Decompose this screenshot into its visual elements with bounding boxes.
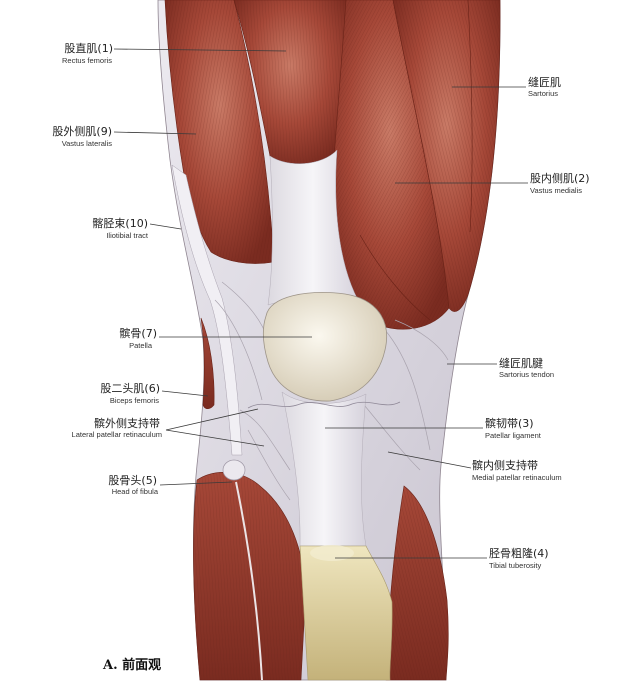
sartorius-border-line bbox=[467, 0, 473, 233]
retinaculum-fibers bbox=[214, 281, 449, 501]
retinaculum-wavy-line bbox=[247, 401, 401, 409]
patella bbox=[262, 292, 387, 402]
fibula-head bbox=[222, 459, 246, 481]
label-rectus-femoris-zh: 股直肌(1) bbox=[64, 41, 113, 55]
label-head-of-fibula-zh: 股骨头(5) bbox=[108, 474, 157, 487]
patellar-ligament bbox=[281, 391, 367, 547]
label-sartorius-tendon-en: Sartorius tendon bbox=[499, 370, 554, 379]
leader-iliotibial-tract bbox=[149, 223, 182, 230]
lower-lateral-muscle-division bbox=[235, 481, 263, 681]
label-vastus-medialis-en: Vastus medialis bbox=[530, 186, 582, 195]
label-sartorius-zh: 缝匠肌 bbox=[528, 75, 561, 89]
label-tibial-tuberosity-en: Tibial tuberosity bbox=[489, 561, 541, 570]
figure-caption: A. 前面观 bbox=[102, 657, 161, 673]
label-iliotibial-tract-en: Iliotibial tract bbox=[106, 231, 149, 240]
label-lateral-retinaculum-zh: 髌外侧支持带 bbox=[94, 416, 160, 430]
label-patellar-ligament-en: Patellar ligament bbox=[485, 431, 542, 440]
vastus-medialis-inner-line bbox=[359, 234, 431, 321]
leader-rectus-femoris bbox=[113, 48, 287, 52]
leader-head-of-fibula bbox=[159, 481, 233, 486]
label-patella-en: Patella bbox=[129, 341, 153, 350]
label-iliotibial-tract-zh: 髂胫束(10) bbox=[92, 216, 148, 230]
tibia bbox=[299, 545, 393, 681]
label-patella-zh: 髌骨(7) bbox=[119, 326, 157, 340]
right-labels: 缝匠肌 Sartorius 股内侧肌(2) Vastus medialis 缝匠… bbox=[472, 75, 590, 570]
label-medial-retinaculum-en: Medial patellar retinaculum bbox=[472, 473, 562, 482]
label-vastus-lateralis-zh: 股外侧肌(9) bbox=[52, 125, 112, 138]
leader-medial-retinaculum bbox=[387, 451, 472, 469]
leader-lateral-retinaculum-upper bbox=[165, 408, 259, 431]
label-tibial-tuberosity-zh: 胫骨粗隆(4) bbox=[489, 546, 549, 560]
label-vastus-lateralis-en: Vastus lateralis bbox=[62, 139, 113, 148]
label-sartorius-en: Sartorius bbox=[528, 89, 558, 98]
label-head-of-fibula-en: Head of fibula bbox=[112, 487, 159, 496]
label-rectus-femoris-en: Rectus femoris bbox=[62, 56, 112, 65]
leader-lines bbox=[113, 48, 528, 559]
label-medial-retinaculum-zh: 髌内侧支持带 bbox=[472, 458, 538, 472]
iliotibial-tract bbox=[171, 164, 243, 456]
leader-lateral-retinaculum-lower bbox=[165, 429, 265, 447]
leader-biceps-femoris bbox=[161, 390, 209, 397]
label-patellar-ligament-zh: 髌韧带(3) bbox=[485, 416, 534, 430]
tibial-tuberosity-shape bbox=[310, 545, 354, 561]
label-biceps-femoris-en: Biceps femoris bbox=[110, 396, 159, 405]
label-lateral-retinaculum-en: Lateral patellar retinaculum bbox=[72, 430, 162, 439]
label-biceps-femoris-zh: 股二头肌(6) bbox=[100, 382, 160, 395]
label-sartorius-tendon-zh: 缝匠肌腱 bbox=[499, 356, 543, 370]
left-labels: 股直肌(1) Rectus femoris 股外侧肌(9) Vastus lat… bbox=[52, 41, 162, 496]
label-vastus-medialis-zh: 股内侧肌(2) bbox=[530, 171, 590, 185]
leader-vastus-lateralis bbox=[113, 131, 197, 135]
